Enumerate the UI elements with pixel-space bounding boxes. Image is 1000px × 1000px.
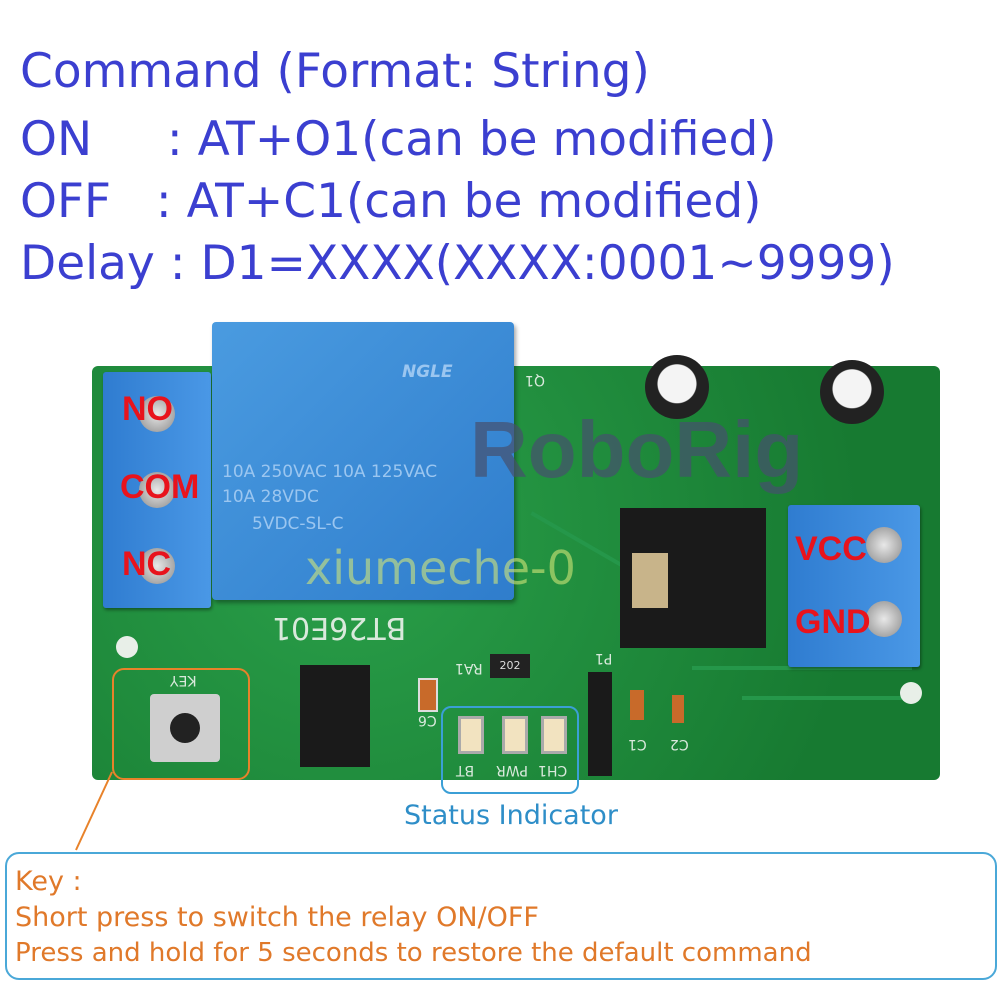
capacitor xyxy=(645,355,709,419)
watermark-brand: RoboRig xyxy=(470,405,804,494)
relay-brand: NGLE xyxy=(402,362,453,382)
led-bt xyxy=(458,716,484,754)
watermark-shop: xiumeche-0 xyxy=(305,541,576,595)
terminal-label-vcc: VCC xyxy=(795,530,867,568)
status-indicator-label: Status Indicator xyxy=(404,800,618,831)
capacitor-c2 xyxy=(672,695,684,723)
pin-header xyxy=(588,672,612,776)
terminal-label-gnd: GND xyxy=(795,603,871,641)
resistor-array: 202 xyxy=(490,654,530,678)
delay-command-line: Delay : D1=XXXX(XXXX:0001~9999) xyxy=(20,236,895,291)
key-highlight-box xyxy=(112,668,250,780)
capacitor xyxy=(820,360,884,424)
terminal-label-nc: NC xyxy=(122,545,172,583)
output-terminal-block xyxy=(103,372,211,608)
relay-rating-3: 5VDC-SL-C xyxy=(252,514,344,534)
terminal-label-no: NO xyxy=(122,390,173,428)
key-button[interactable] xyxy=(150,694,220,762)
relay-rating-2: 10A 28VDC xyxy=(222,487,319,507)
on-command-line: ON : AT+O1(can be modified) xyxy=(20,112,777,167)
relay-rating-1: 10A 250VAC 10A 125VAC xyxy=(222,462,438,482)
capacitor-c6 xyxy=(418,678,438,712)
led-pwr xyxy=(502,716,528,754)
capacitor-c1 xyxy=(630,690,644,720)
relay: NGLE 10A 250VAC 10A 125VAC 10A 28VDC 5VD… xyxy=(212,322,514,600)
off-command-line: OFF : AT+C1(can be modified) xyxy=(20,174,762,229)
status-highlight-box xyxy=(441,706,579,794)
terminal-label-com: COM xyxy=(120,468,200,506)
led-ch1 xyxy=(541,716,567,754)
key-info-line2: Press and hold for 5 seconds to restore … xyxy=(15,938,812,968)
bluetooth-module xyxy=(620,508,766,648)
key-info-box: Key : Short press to switch the relay ON… xyxy=(5,852,997,980)
ic-chip xyxy=(300,665,370,767)
command-format-title: Command (Format: String) xyxy=(20,44,650,99)
key-info-line1: Short press to switch the relay ON/OFF xyxy=(15,902,539,933)
key-info-title: Key : xyxy=(15,866,82,897)
power-terminal-block xyxy=(788,505,920,667)
